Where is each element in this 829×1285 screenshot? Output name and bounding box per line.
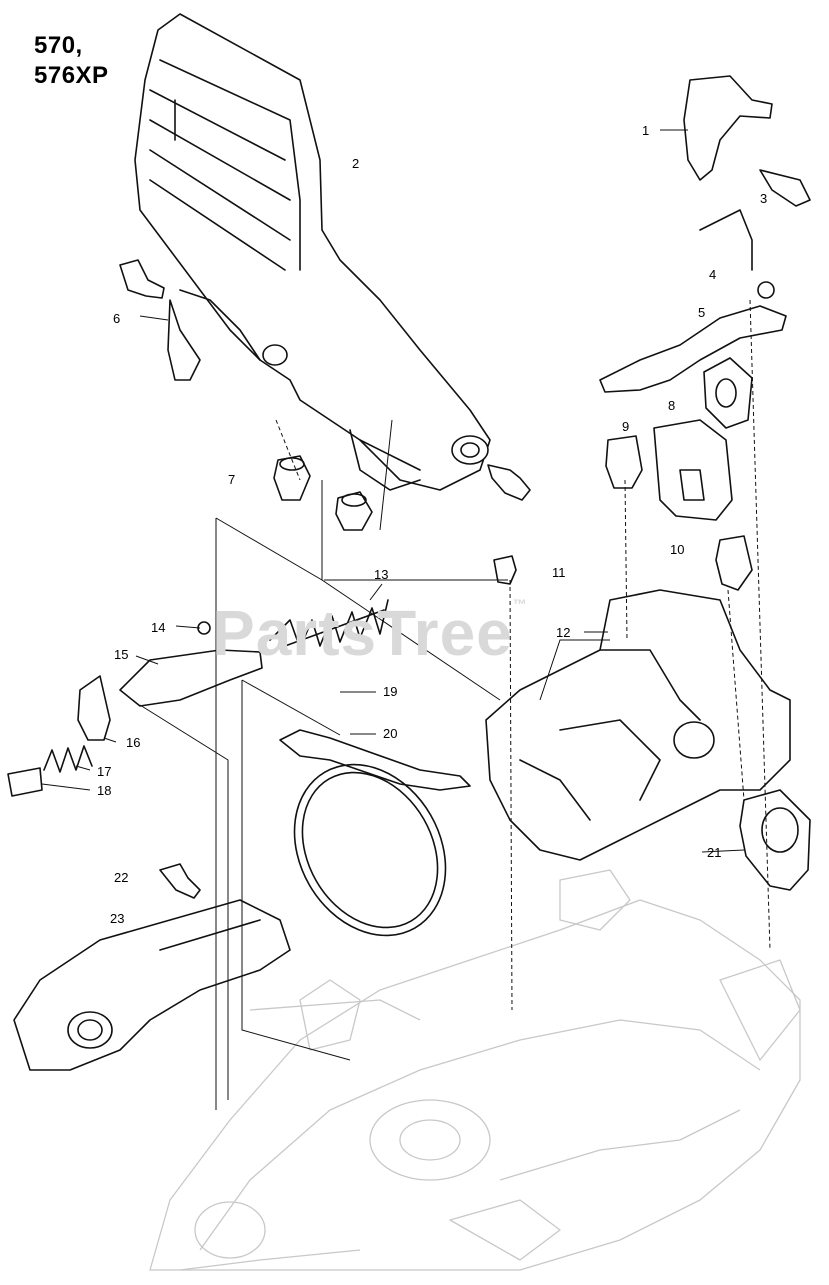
callout-9[interactable]: 9	[622, 419, 630, 434]
callout-4[interactable]: 4	[709, 267, 717, 282]
brake-spring	[269, 599, 389, 651]
callout-23[interactable]: 23	[110, 911, 125, 926]
watermark: PartsTree™	[212, 596, 528, 670]
grommet	[703, 357, 753, 429]
callout-6[interactable]: 6	[113, 311, 121, 326]
model-line-1: 570,	[34, 32, 83, 59]
bushings	[273, 455, 373, 531]
rubber-fittings	[605, 435, 753, 591]
intake-boot	[739, 789, 811, 891]
brake-band	[279, 729, 471, 937]
callout-13[interactable]: 13	[374, 567, 389, 582]
callout-15[interactable]: 15	[114, 647, 129, 662]
watermark-text: PartsTree	[212, 597, 513, 669]
ghost-saw-body	[149, 869, 801, 1271]
callout-2[interactable]: 2	[352, 156, 360, 171]
callout-8[interactable]: 8	[668, 398, 676, 413]
callout-3[interactable]: 3	[760, 191, 768, 206]
callout-20[interactable]: 20	[383, 726, 398, 741]
callout-7[interactable]: 7	[228, 472, 236, 487]
front-hand-guard	[134, 13, 491, 491]
air-filter-holder	[653, 419, 733, 521]
callout-16[interactable]: 16	[126, 735, 141, 750]
callout-14[interactable]: 14	[151, 620, 166, 635]
bolts	[119, 259, 531, 899]
handle-base	[485, 589, 791, 861]
callout-1[interactable]: 1	[642, 123, 650, 138]
callout-11[interactable]: 11	[552, 565, 566, 580]
callout-leaders	[41, 129, 745, 853]
callout-5[interactable]: 5	[698, 305, 706, 320]
callout-17[interactable]: 17	[97, 764, 112, 779]
callout-21[interactable]: 21	[707, 845, 722, 860]
clutch-cover	[13, 899, 291, 1071]
callout-22[interactable]: 22	[114, 870, 129, 885]
watermark-trademark: ™	[512, 596, 528, 612]
brake-linkage	[7, 621, 263, 797]
callout-18[interactable]: 18	[97, 783, 112, 798]
callout-12[interactable]: 12	[556, 625, 571, 640]
throttle-rod	[599, 281, 787, 393]
callout-19[interactable]: 19	[383, 684, 398, 699]
model-line-2: 576XP	[34, 62, 109, 89]
assembly-guide-lines	[139, 299, 771, 1110]
trigger-lockout	[683, 75, 811, 271]
callout-10[interactable]: 10	[670, 542, 685, 557]
